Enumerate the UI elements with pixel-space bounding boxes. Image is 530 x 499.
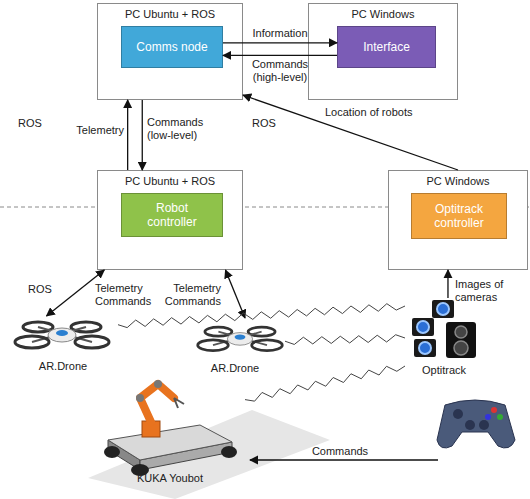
drone-device: AR.Drone <box>8 316 118 374</box>
arrow-connector <box>243 95 458 170</box>
box-heading: PC Windows <box>389 175 527 187</box>
gamepad-illustration <box>465 420 475 430</box>
optitrack-cameras <box>412 318 434 336</box>
kuka-youbot-robot <box>108 425 232 460</box>
drone-illustration <box>227 333 252 346</box>
drone-illustration <box>15 322 109 348</box>
computer-box: PC Ubuntu + ROS Comms node <box>97 3 243 100</box>
edge-label: Commands (high-level) <box>244 58 316 84</box>
edge-label: Telemetry Commands <box>163 282 221 308</box>
drone-illustration <box>235 334 246 339</box>
arrow-connector <box>127 100 128 170</box>
gamepad-illustration <box>485 414 491 420</box>
wireless-link <box>118 304 405 328</box>
optitrack-cameras <box>417 321 429 333</box>
mobile-robot: KUKA Youbot <box>95 378 245 486</box>
edge-label: Telemetry <box>70 124 124 137</box>
edge-label: Commands (low-level) <box>147 116 209 142</box>
box-heading: PC Windows <box>309 8 457 20</box>
kuka-youbot-robot <box>221 446 237 458</box>
arrow-label: Commands <box>305 445 375 458</box>
device-label: Optitrack <box>395 364 493 376</box>
drone-illustration <box>198 340 229 351</box>
computer-box: PC Ubuntu + ROS Robot controller <box>97 170 243 270</box>
optitrack-cameras <box>432 300 454 318</box>
gamepad-illustration <box>497 414 503 420</box>
process-box: Optitrack controller <box>411 193 507 239</box>
device-label: AR.Drone <box>175 362 295 374</box>
protocol-label: ROS <box>28 283 58 296</box>
gamepad-illustration <box>437 400 515 448</box>
camera-system: Optitrack <box>405 298 483 378</box>
drone-device: AR.Drone <box>185 318 285 376</box>
drone-illustration <box>56 330 68 336</box>
process-box: Robot controller <box>121 193 223 237</box>
arrow-connector <box>225 270 245 318</box>
edge-label: Telemetry Commands <box>95 282 155 308</box>
kuka-youbot-robot <box>88 410 330 499</box>
kuka-youbot-robot <box>88 380 330 499</box>
protocol-label: ROS <box>18 117 48 130</box>
box-heading: PC Ubuntu + ROS <box>98 175 242 187</box>
device-label: AR.Drone <box>0 360 128 372</box>
kuka-youbot-robot <box>136 394 144 402</box>
box-label: Comms node <box>136 40 207 54</box>
edge-label: Information <box>244 27 316 40</box>
gamepad-illustration <box>479 420 489 430</box>
kuka-youbot-robot <box>140 384 174 422</box>
drone-illustration <box>48 328 76 342</box>
wireless-link <box>245 366 405 401</box>
drone-illustration <box>252 340 283 351</box>
kuka-youbot-robot <box>174 398 184 408</box>
process-box: Comms node <box>121 26 223 68</box>
kuka-youbot-robot <box>154 380 162 388</box>
device-label: KUKA Youbot <box>85 472 255 484</box>
box-heading: PC Ubuntu + ROS <box>98 8 242 20</box>
kuka-youbot-robot <box>104 446 120 458</box>
optitrack-cameras <box>455 326 467 338</box>
edge-label: Location of robots <box>325 106 435 119</box>
optitrack-cameras <box>414 339 436 357</box>
drone-illustration <box>198 327 283 350</box>
process-box: Interface <box>337 26 436 68</box>
optitrack-cameras <box>412 300 476 358</box>
command-arrow <box>250 459 438 460</box>
optitrack-cameras <box>454 341 468 355</box>
box-label: Robot controller <box>134 201 210 230</box>
edge-label: Images of cameras <box>455 278 515 304</box>
drone-illustration <box>15 336 49 348</box>
box-label: Interface <box>363 40 410 54</box>
arrow-connector <box>142 100 143 170</box>
arrow-connector <box>447 270 448 298</box>
box-label: Optitrack controller <box>424 202 494 231</box>
optitrack-cameras <box>446 322 476 358</box>
gamepad-illustration <box>453 409 463 419</box>
protocol-label: ROS <box>252 117 282 130</box>
drone-illustration <box>75 336 109 348</box>
gamepad-illustration <box>437 400 515 448</box>
computer-box: PC WindowsInterface <box>308 3 458 100</box>
optitrack-cameras <box>419 342 431 354</box>
optitrack-cameras <box>437 303 449 315</box>
computer-box: PC WindowsOptitrack controller <box>388 170 528 270</box>
gamepad-illustration <box>491 407 497 413</box>
wireless-link <box>285 335 405 345</box>
